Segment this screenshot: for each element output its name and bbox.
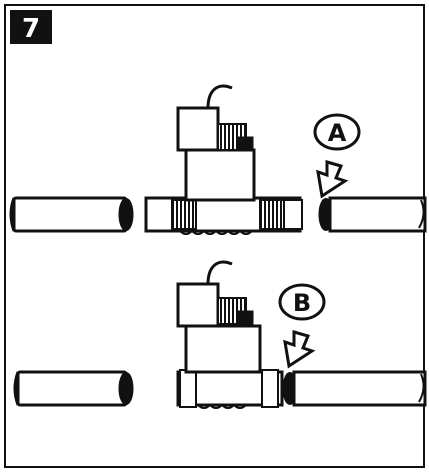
callout-a: A: [313, 113, 361, 151]
pipe-right-b: [282, 370, 427, 407]
callout-a-label: A: [328, 119, 347, 147]
step-number: 7: [22, 14, 40, 44]
assembly-b: [13, 260, 427, 409]
valve-a: [144, 84, 303, 235]
pipe-left-a: [9, 196, 134, 233]
arrow-b-icon: [283, 330, 316, 369]
pipe-right-a: [318, 196, 427, 233]
pipe-left-b: [13, 370, 134, 407]
valve-b: [176, 260, 284, 409]
step-badge: 7: [10, 10, 52, 44]
callout-b-label: B: [293, 289, 311, 317]
callout-b: B: [278, 283, 326, 321]
assembly-a: [9, 84, 427, 235]
arrow-a-icon: [316, 160, 349, 199]
